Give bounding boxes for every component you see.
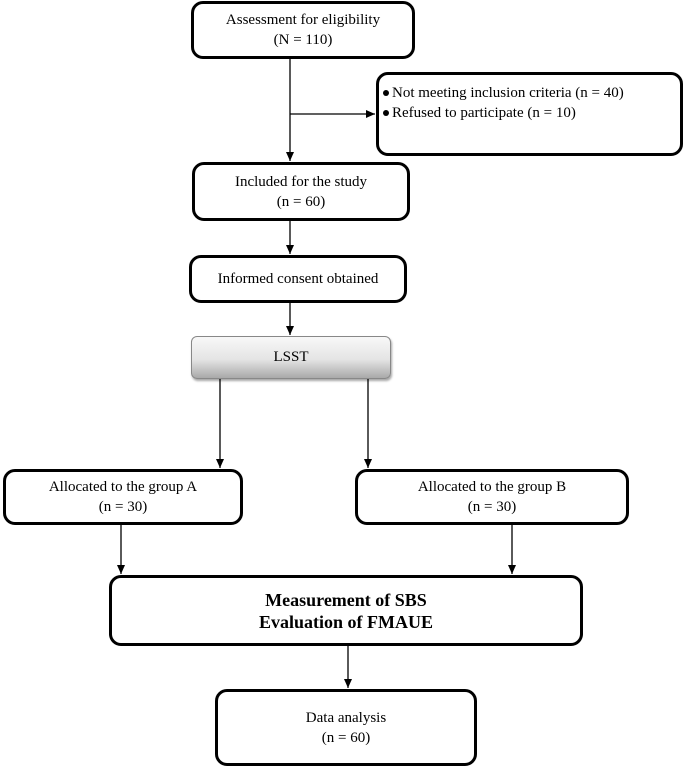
exclusion-item: Refused to participate (n = 10) (383, 103, 576, 123)
analysis-box: Data analysis (n = 60) (215, 689, 477, 766)
analysis-count: (n = 60) (321, 729, 371, 746)
assessment-title: Assessment for eligibility (225, 12, 381, 28)
group-a-box: Allocated to the group A (n = 30) (3, 469, 243, 525)
group-b-count: (n = 30) (467, 499, 517, 515)
exclusion-item-label: Not meeting inclusion criteria (n = 40) (392, 85, 624, 101)
group-a-count: (n = 30) (98, 499, 148, 515)
exclusion-item: Not meeting inclusion criteria (n = 40) (383, 83, 624, 103)
consent-box: Informed consent obtained (189, 255, 407, 303)
included-title: Included for the study (234, 173, 368, 190)
measurement-box: Measurement of SBS Evaluation of FMAUE (109, 575, 583, 646)
measurement-subtitle: Evaluation of FMAUE (258, 611, 433, 632)
bullet-icon (383, 110, 389, 116)
exclusion-box: Not meeting inclusion criteria (n = 40) … (376, 72, 683, 156)
analysis-title: Data analysis (305, 709, 387, 726)
lsst-label: LSST (273, 349, 309, 365)
group-b-box: Allocated to the group B (n = 30) (355, 469, 629, 525)
consent-title: Informed consent obtained (217, 271, 379, 287)
group-b-title: Allocated to the group B (417, 479, 567, 495)
lsst-box: LSST (191, 336, 391, 379)
assessment-box: Assessment for eligibility (N = 110) (191, 1, 415, 59)
assessment-count: (N = 110) (273, 32, 333, 48)
included-box: Included for the study (n = 60) (192, 162, 410, 221)
group-a-title: Allocated to the group A (48, 479, 198, 495)
exclusion-item-label: Refused to participate (n = 10) (392, 105, 576, 121)
included-count: (n = 60) (276, 193, 326, 210)
measurement-title: Measurement of SBS (265, 589, 427, 610)
bullet-icon (383, 90, 389, 96)
